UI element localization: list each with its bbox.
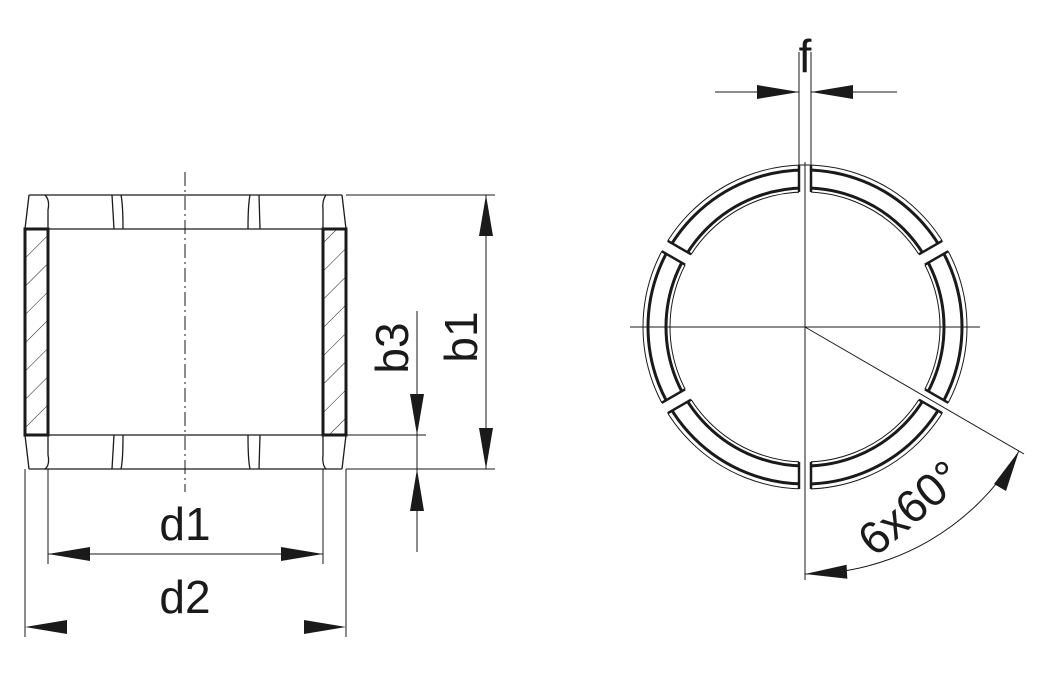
angle-dimension (804, 326, 1025, 579)
side-view (23, 172, 495, 637)
right-wall-section (321, 227, 348, 437)
angle-label: 6x60° (848, 450, 972, 566)
end-view (630, 52, 1025, 580)
left-wall-section (23, 227, 50, 437)
top-band (24, 194, 347, 230)
b3-label: b3 (366, 322, 418, 373)
b1-label: b1 (435, 311, 487, 362)
d1-dimension (47, 469, 324, 564)
d2-label: d2 (159, 571, 210, 623)
f-dimension (715, 52, 897, 165)
f-label: f (799, 30, 812, 82)
d1-label: d1 (159, 498, 210, 550)
d2-dimension (24, 469, 347, 637)
b3-dimension (346, 311, 426, 552)
slot-gaps (658, 161, 952, 493)
b1-dimension (346, 194, 495, 470)
